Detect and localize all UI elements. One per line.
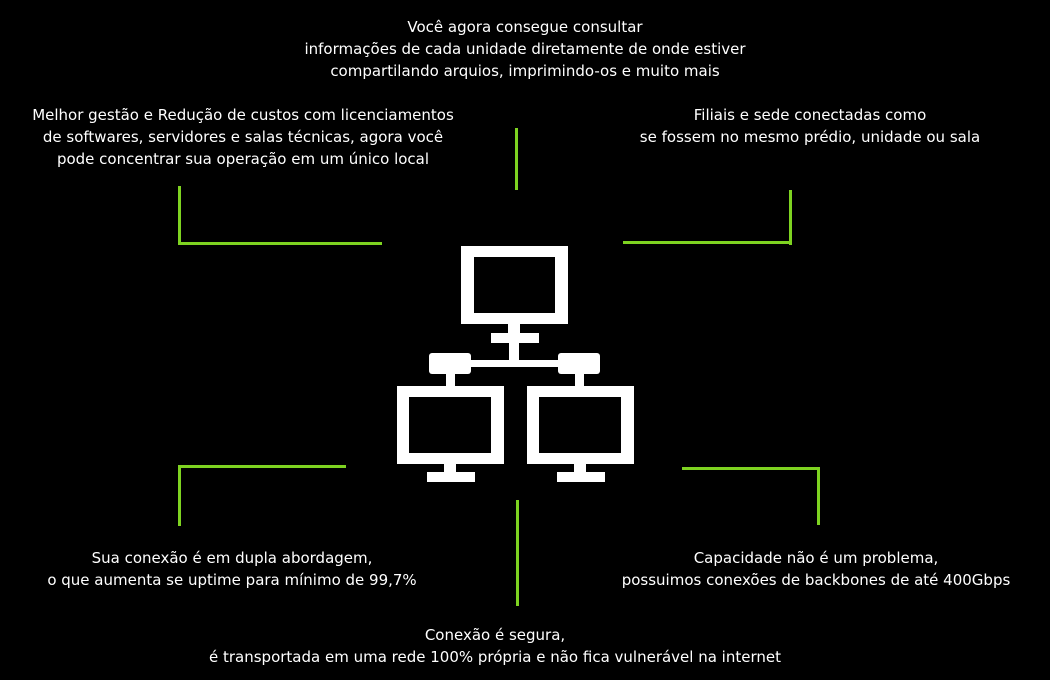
network-bus [470,360,560,367]
benefit-reducao-custos: Melhor gestão e Redução de custos com li… [32,106,454,168]
connector-bottom-right-vertical [817,467,820,525]
connector-top [515,128,518,190]
monitor-top-icon [461,246,568,324]
connector-top-left-horizontal [178,242,382,245]
monitor-left-icon [397,386,504,464]
benefit-capacidade: Capacidade não é um problema, possuimos … [621,549,1011,589]
benefit-conexao-segura: Conexão é segura, é transportada em uma … [208,626,781,666]
monitor-right-icon [527,386,634,464]
benefit-consulta-remota: Você agora consegue consultar informaçõe… [304,18,746,80]
connector-top-left-vertical [178,186,181,245]
benefit-filiais-conectadas: Filiais e sede conectadas como se fossem… [639,106,981,146]
connector-bottom-left-vertical [178,465,181,526]
network-stem [509,343,519,365]
connector-top-right-vertical [789,190,792,245]
monitor-left-base [427,472,475,482]
connector-bottom-right-horizontal [682,467,820,470]
monitor-right-base [557,472,605,482]
network-drop-left [446,374,455,386]
connector-top-right-horizontal [623,241,792,244]
network-drop-right [575,374,584,386]
connector-bottom [516,500,519,606]
benefit-dupla-abordagem: Sua conexão é em dupla abordagem, o que … [47,549,417,589]
connector-bottom-left-horizontal [178,465,346,468]
monitor-top-base [491,333,539,343]
network-node-left [429,353,471,374]
network-node-right [558,353,600,374]
